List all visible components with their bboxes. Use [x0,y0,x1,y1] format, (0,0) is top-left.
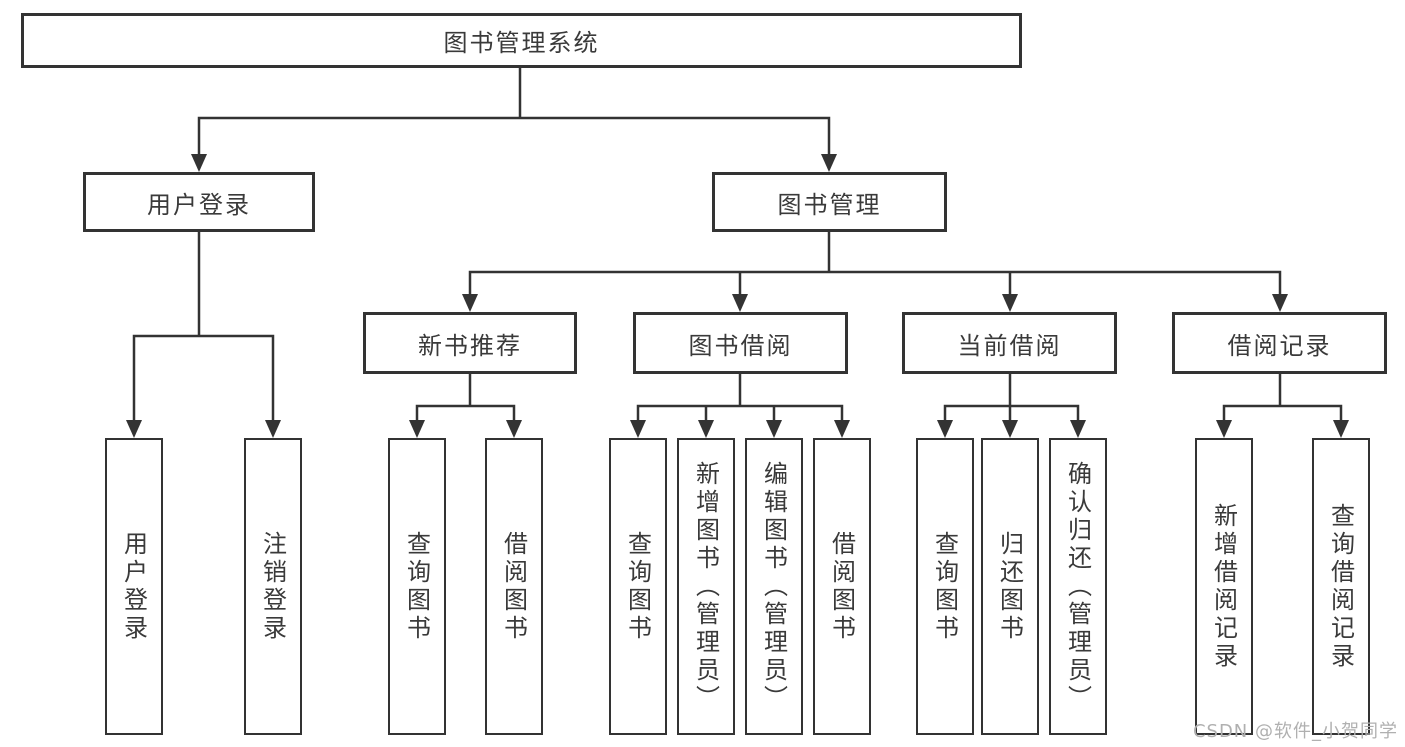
leaf-user-login: 用户登录 [105,438,163,735]
node-current-borrowing: 当前借阅 [902,312,1117,374]
arrow-icon [732,294,748,312]
arrow-icon [821,154,837,172]
leaf-borrow-books-recommend: 借阅图书 [485,438,543,735]
csdn-watermark: CSDN @软件_小贺同学 [1192,721,1398,742]
leaf-query-borrow-record: 查询借阅记录 [1312,438,1370,735]
leaf-add-borrow-record: 新增借阅记录 [1195,438,1253,735]
leaf-query-books-current: 查询图书 [916,438,974,735]
leaf-query-books-recommend: 查询图书 [388,438,446,735]
arrow-icon [126,420,142,438]
arrow-icon [1002,420,1018,438]
arrow-icon [1333,420,1349,438]
arrow-icon [265,420,281,438]
arrow-icon [937,420,953,438]
arrow-icon [409,420,425,438]
node-library-management-system: 图书管理系统 [21,13,1022,68]
leaf-logout: 注销登录 [244,438,302,735]
arrow-icon [834,420,850,438]
arrow-icon [1272,294,1288,312]
arrow-icon [506,420,522,438]
arrow-icon [698,420,714,438]
node-new-book-recommendation: 新书推荐 [363,312,577,374]
arrow-icon [1002,294,1018,312]
leaf-query-books-borrow: 查询图书 [609,438,667,735]
arrow-icon [191,154,207,172]
arrow-icon [1070,420,1086,438]
node-borrowing-records: 借阅记录 [1172,312,1387,374]
leaf-borrow-books: 借阅图书 [813,438,871,735]
arrow-icon [462,294,478,312]
node-user-login: 用户登录 [83,172,315,232]
arrow-icon [766,420,782,438]
leaf-return-book: 归还图书 [981,438,1039,735]
arrow-icon [1216,420,1232,438]
leaf-edit-book-admin: 编辑图书（管理员） [745,438,803,735]
arrow-icon [630,420,646,438]
node-book-management: 图书管理 [712,172,947,232]
leaf-confirm-return-admin: 确认归还（管理员） [1049,438,1107,735]
node-book-borrowing: 图书借阅 [633,312,848,374]
leaf-add-book-admin: 新增图书（管理员） [677,438,735,735]
